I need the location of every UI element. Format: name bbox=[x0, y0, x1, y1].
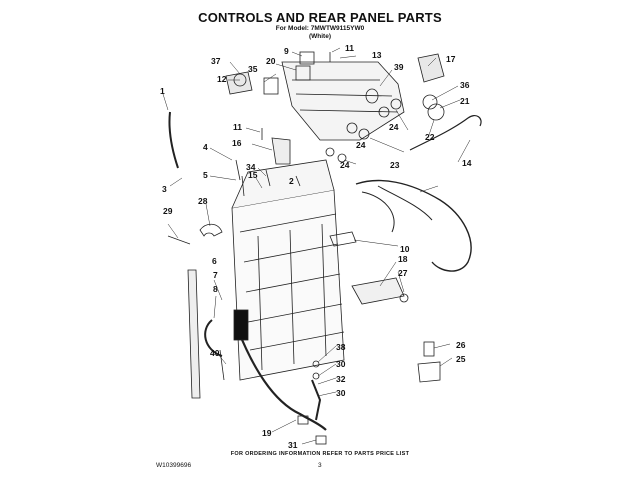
callout-1: 1 bbox=[160, 86, 165, 96]
callout-36: 36 bbox=[460, 80, 470, 90]
callout-30-b: 30 bbox=[336, 388, 346, 398]
console-end-cap-left bbox=[225, 71, 253, 95]
wire-harness-14 bbox=[409, 114, 482, 151]
callout-15: 15 bbox=[248, 170, 258, 180]
console-end-cap-right bbox=[417, 53, 445, 83]
callout-35: 35 bbox=[248, 64, 258, 74]
part-32 bbox=[311, 379, 322, 421]
callout-30-a: 30 bbox=[336, 359, 346, 369]
switch-9 bbox=[299, 51, 315, 65]
knob-e bbox=[325, 147, 335, 157]
callout-10: 10 bbox=[400, 244, 410, 254]
callout-6: 6 bbox=[212, 256, 217, 266]
part-27 bbox=[399, 293, 409, 303]
callout-34: 34 bbox=[246, 162, 256, 172]
part-40 bbox=[219, 349, 225, 381]
knob-a bbox=[346, 122, 358, 134]
callout-5: 5 bbox=[203, 170, 208, 180]
part-16 bbox=[271, 137, 291, 165]
callout-27: 27 bbox=[398, 268, 408, 278]
switch-20 bbox=[295, 65, 311, 81]
callout-22: 22 bbox=[425, 132, 435, 142]
callout-18: 18 bbox=[398, 254, 408, 264]
inlet-hose-1 bbox=[168, 111, 179, 169]
model-line: For Model: 7MWTW9115YW0 bbox=[275, 25, 365, 32]
part-26 bbox=[423, 341, 435, 357]
part-38 bbox=[312, 360, 320, 368]
callout-7: 7 bbox=[213, 270, 218, 280]
part-28 bbox=[199, 223, 223, 237]
knob-f bbox=[337, 153, 347, 163]
part-29 bbox=[167, 235, 191, 245]
callout-31: 31 bbox=[288, 440, 298, 450]
callout-38: 38 bbox=[336, 342, 346, 352]
callout-23: 23 bbox=[390, 160, 400, 170]
knob-d bbox=[390, 98, 402, 110]
callout-11-mid: 11 bbox=[233, 122, 242, 132]
part-19 bbox=[297, 415, 309, 425]
callout-17: 17 bbox=[446, 54, 456, 64]
callout-14: 14 bbox=[462, 158, 472, 168]
callout-26: 26 bbox=[456, 340, 466, 350]
callout-25: 25 bbox=[456, 354, 466, 364]
callout-12: 12 bbox=[217, 74, 227, 84]
callout-37: 37 bbox=[211, 56, 221, 66]
callout-24-c: 24 bbox=[340, 160, 350, 170]
callout-28: 28 bbox=[198, 196, 208, 206]
rear-panel bbox=[231, 189, 345, 381]
callout-3: 3 bbox=[162, 184, 167, 194]
document-number: W10399696 bbox=[156, 462, 192, 469]
part-30 bbox=[312, 372, 320, 380]
callout-21: 21 bbox=[460, 96, 470, 106]
console-panel bbox=[281, 61, 405, 141]
callout-16: 16 bbox=[232, 138, 242, 148]
part-31 bbox=[315, 435, 327, 445]
callout-40: 40 bbox=[210, 348, 220, 358]
ordering-note: FOR ORDERING INFORMATION REFER TO PARTS … bbox=[230, 451, 410, 457]
color-line: (White) bbox=[308, 33, 332, 40]
callout-labels: 1 2 3 4 5 6 7 8 9 10 11 11 12 13 14 15 1… bbox=[160, 43, 472, 450]
callout-39: 39 bbox=[394, 62, 404, 72]
part-21 bbox=[427, 103, 445, 121]
callout-2: 2 bbox=[289, 176, 294, 186]
page-number: 3 bbox=[318, 462, 322, 469]
part-36 bbox=[422, 94, 438, 110]
strip-7 bbox=[187, 269, 201, 399]
callout-19: 19 bbox=[262, 428, 272, 438]
drain-hose bbox=[236, 329, 327, 431]
callout-11-top: 11 bbox=[345, 43, 354, 53]
part-18 bbox=[351, 277, 405, 305]
callout-9: 9 bbox=[284, 46, 289, 56]
parts-drawing bbox=[162, 47, 482, 445]
callout-4: 4 bbox=[203, 142, 208, 152]
knob-b bbox=[358, 128, 370, 140]
page-title: CONTROLS AND REAR PANEL PARTS bbox=[198, 10, 442, 25]
clamp-block bbox=[233, 309, 249, 341]
switch-35 bbox=[263, 77, 279, 95]
callout-24-b: 24 bbox=[356, 140, 366, 150]
knob-c bbox=[378, 106, 390, 118]
callout-13: 13 bbox=[372, 50, 382, 60]
callout-29: 29 bbox=[163, 206, 173, 216]
callout-24-a: 24 bbox=[389, 122, 399, 132]
upper-rear-frame bbox=[231, 159, 335, 209]
part-10 bbox=[329, 231, 357, 247]
part-25 bbox=[417, 361, 441, 383]
wire-harness-33 bbox=[355, 179, 472, 272]
callout-20: 20 bbox=[266, 56, 276, 66]
callout-8: 8 bbox=[213, 284, 218, 294]
callout-32: 32 bbox=[336, 374, 346, 384]
console-knob-opening bbox=[365, 88, 379, 104]
